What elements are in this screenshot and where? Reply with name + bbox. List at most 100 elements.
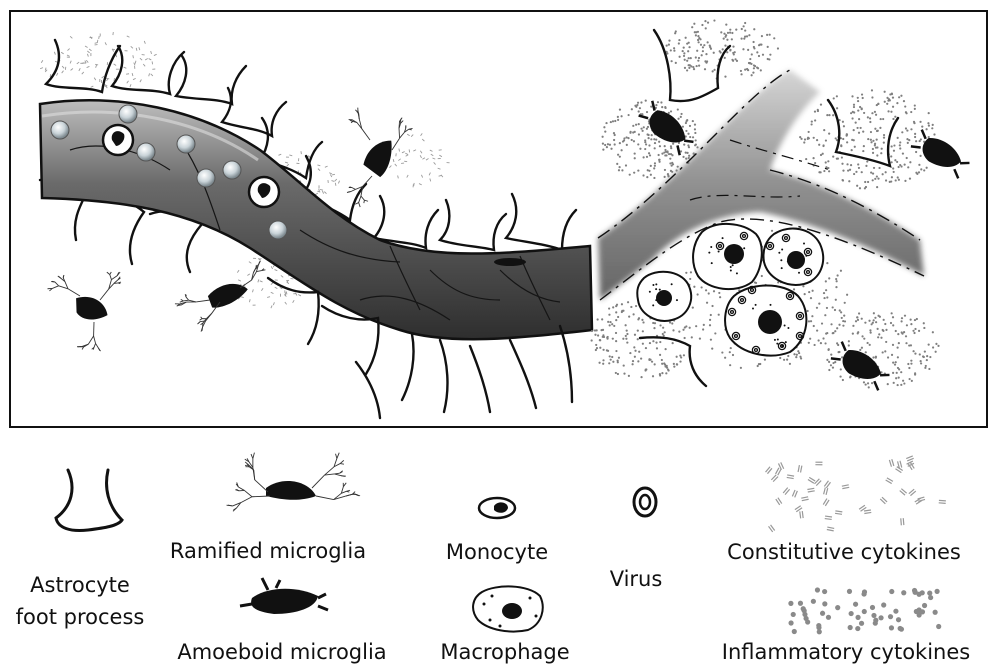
cytokine-dot	[869, 344, 871, 346]
cytokine-dot	[891, 312, 893, 314]
cytokine-mark	[900, 461, 902, 468]
cytokine-dot	[863, 338, 865, 340]
cytokine-dot	[634, 105, 636, 107]
cytokine-dot	[887, 100, 889, 102]
cytokine-dot	[661, 106, 663, 108]
cytokine-dot	[669, 158, 671, 160]
cytokine-dot	[854, 146, 856, 148]
cytokine-dot	[884, 91, 886, 93]
cytokine-dot	[825, 161, 827, 163]
cytokine-dot	[880, 337, 882, 339]
cytokine-dot	[841, 163, 843, 165]
cytokine-dot	[640, 101, 642, 103]
cytokine-dot	[608, 307, 610, 309]
cytokine-dot	[688, 57, 690, 59]
cytokine-mark	[825, 516, 832, 517]
cytokine-dot	[826, 359, 828, 361]
cytokine-dot	[638, 351, 640, 353]
cytokine-dot	[696, 50, 698, 52]
cytokine-mark	[50, 74, 51, 77]
cytokine-dot	[928, 595, 933, 600]
cytokine-dot	[849, 169, 851, 171]
cytokine-dot	[858, 312, 860, 314]
cytokine-dot	[667, 175, 669, 177]
cytokine-dot	[861, 93, 863, 95]
cytokine-dot	[697, 293, 699, 295]
cytokine-dot	[671, 60, 673, 62]
cytokine-dot	[820, 171, 822, 173]
cytokine-dot	[617, 119, 619, 121]
granule	[732, 264, 734, 266]
cytokine-dot	[623, 364, 625, 366]
cytokine-dot	[897, 137, 899, 139]
cytokine-dot	[828, 170, 830, 172]
cytokine-dot	[894, 363, 896, 365]
cytokine-dot	[818, 144, 820, 146]
cytokine-dot	[709, 324, 711, 326]
cytokine-dot	[698, 65, 700, 67]
cytokine-dot	[796, 354, 798, 356]
cytokine-dot	[835, 605, 840, 610]
cytokine-dot	[914, 372, 916, 374]
cytokine-dot	[874, 128, 876, 130]
cytokine-dot	[928, 344, 930, 346]
cytokine-dot	[759, 363, 761, 365]
cytokine-dot	[832, 306, 834, 308]
cytokine-dot	[855, 320, 857, 322]
cytokine-dot	[632, 360, 634, 362]
monocyte-bead	[51, 121, 69, 139]
cytokine-dot	[693, 152, 695, 154]
cytokine-dot	[822, 145, 824, 147]
cytokine-dot	[632, 125, 634, 127]
cytokine-dot	[766, 34, 768, 36]
cytokine-dot	[637, 143, 639, 145]
cytokine-dot	[897, 333, 899, 335]
cytokine-dot	[768, 58, 770, 60]
cytokine-dot	[602, 359, 604, 361]
cytokine-dot	[907, 166, 909, 168]
cytokine-dot	[880, 118, 882, 120]
cytokine-dot	[678, 331, 680, 333]
cytokine-dot	[908, 367, 910, 369]
cytokine-dot	[689, 278, 691, 280]
granule	[785, 341, 787, 343]
cytokine-dot	[694, 144, 696, 146]
microglia-process	[336, 454, 337, 459]
cytokine-dot	[713, 19, 715, 21]
cytokine-dot	[668, 40, 670, 42]
cytokine-dot	[703, 44, 705, 46]
cytokine-dot	[692, 307, 694, 309]
cytokine-dot	[921, 125, 923, 127]
cytokine-mark	[787, 475, 794, 476]
cytokine-dot	[699, 38, 701, 40]
cytokine-dot	[791, 612, 796, 617]
microglia-process	[346, 491, 349, 492]
cytokine-dot	[876, 175, 878, 177]
cytokine-mark	[827, 527, 834, 528]
granule	[722, 237, 724, 239]
cytokine-dot	[900, 320, 902, 322]
cytokine-dot	[865, 165, 867, 167]
granule	[649, 291, 651, 293]
cytokine-dot	[683, 55, 685, 57]
cytokine-dot	[611, 356, 613, 358]
cytokine-dot	[786, 359, 788, 361]
cytokine-mark	[787, 477, 794, 478]
cytokine-dot	[602, 143, 604, 145]
cytokine-dot	[820, 342, 822, 344]
cytokine-dot	[685, 272, 687, 274]
cytokine-dot	[637, 360, 639, 362]
cytokine-dot	[870, 332, 872, 334]
cytokine-dot	[850, 164, 852, 166]
cytokine-dot	[882, 173, 884, 175]
cytokine-dot	[729, 49, 731, 51]
cytokine-dot	[645, 143, 647, 145]
cytokine-dot	[896, 617, 901, 622]
cytokine-dot	[697, 31, 699, 33]
cytokine-dot	[604, 144, 606, 146]
cytokine-mark	[825, 519, 832, 520]
cytokine-dot	[889, 589, 894, 594]
cytokine-dot	[614, 120, 616, 122]
cytokine-dot	[813, 137, 815, 139]
cytokine-dot	[743, 25, 745, 27]
